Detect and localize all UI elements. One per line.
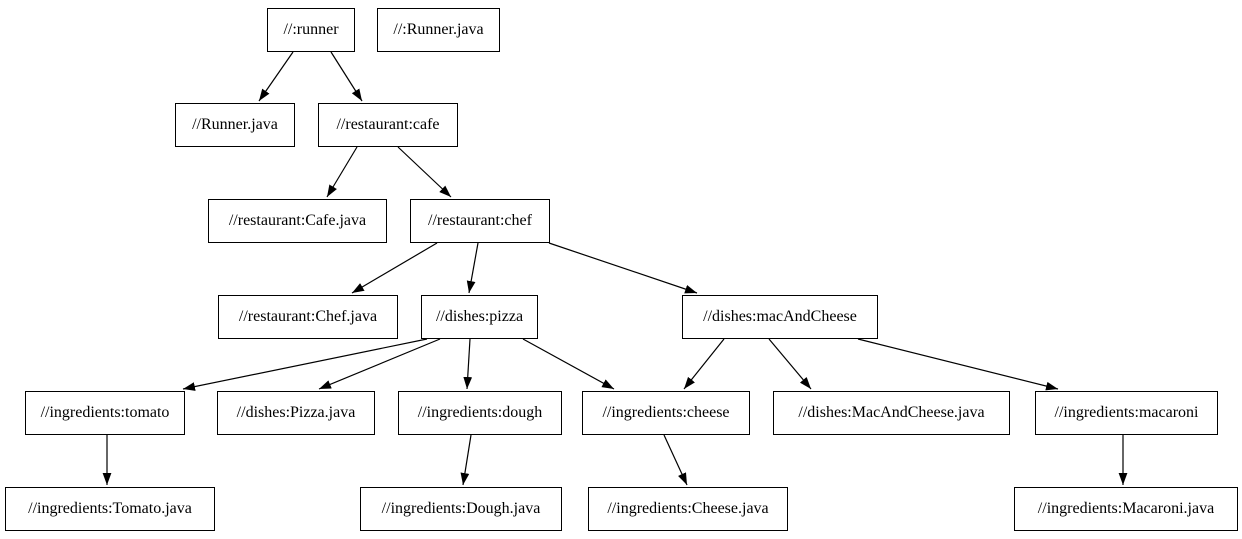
graph-node-label: //Runner.java [192,116,278,133]
graph-node-chef: //restaurant:chef [410,199,550,243]
edge-cafe-to-chef [397,146,452,198]
graph-node-label: //dishes:MacAndCheese.java [798,404,985,421]
edge-mac_and_cheese-to-cheese [683,338,725,390]
edge-chef-to-chef_java [351,242,438,294]
graph-node-label: //ingredients:dough [417,404,543,421]
graph-node-tomato: //ingredients:tomato [25,391,185,435]
graph-node-label: //dishes:pizza [435,308,524,325]
edge-chef-to-pizza [466,242,479,294]
graph-node-label: //ingredients:tomato [40,404,170,421]
edge-mac_and_cheese-to-mac_and_cheese_java [768,338,812,390]
graph-node-label: //ingredients:macaroni [1054,404,1199,421]
graph-node-label: //restaurant:cafe [336,116,440,133]
edge-cheese-to-cheese_java [663,434,688,486]
graph-node-runner_java: //Runner.java [175,103,295,147]
edge-pizza-to-tomato [182,338,428,391]
graph-node-pizza: //dishes:pizza [421,295,538,339]
graph-node-label: //:Runner.java [393,21,484,38]
graph-node-cafe_java: //restaurant:Cafe.java [208,199,387,243]
graph-node-pizza_java: //dishes:Pizza.java [217,391,375,435]
edge-pizza-to-pizza_java [318,338,441,390]
graph-node-label: //dishes:Pizza.java [236,404,356,421]
graph-node-dough_java: //ingredients:Dough.java [360,487,562,531]
edge-cafe-to-cafe_java [326,146,358,198]
graph-node-label: //ingredients:Tomato.java [28,500,192,517]
graph-node-label: //restaurant:Cafe.java [228,212,367,229]
edge-runner-to-cafe [330,51,363,102]
graph-node-label: //ingredients:Dough.java [381,500,541,517]
graph-node-label: //restaurant:chef [428,212,532,229]
graph-node-chef_java: //restaurant:Chef.java [218,295,398,339]
graph-node-label: //:runner [283,21,339,38]
graph-node-tomato_java: //ingredients:Tomato.java [5,487,215,531]
edge-runner-to-runner_java [258,51,294,102]
edge-dough-to-dough_java [460,434,472,486]
graph-node-cheese_java: //ingredients:Cheese.java [588,487,788,531]
graph-node-mac_and_cheese: //dishes:macAndCheese [682,295,878,339]
graph-node-label: //ingredients:cheese [602,404,730,421]
graph-node-macaroni: //ingredients:macaroni [1035,391,1218,435]
graph-node-label: //restaurant:Chef.java [238,308,378,325]
graph-node-label: //dishes:macAndCheese [703,308,857,325]
graph-node-label: //ingredients:Macaroni.java [1037,500,1215,517]
edge-pizza-to-cheese [522,338,615,390]
graph-node-mac_and_cheese_java: //dishes:MacAndCheese.java [773,391,1010,435]
graph-node-macaroni_java: //ingredients:Macaroni.java [1014,487,1238,531]
edge-pizza-to-dough [463,338,473,390]
edge-chef-to-mac_and_cheese [548,242,698,294]
graph-node-cheese: //ingredients:cheese [582,391,750,435]
edge-mac_and_cheese-to-macaroni [857,338,1059,391]
graph-node-label: //ingredients:Cheese.java [607,500,769,517]
graph-node-runner: //:runner [267,8,355,52]
graph-node-dough: //ingredients:dough [398,391,562,435]
graph-node-cafe: //restaurant:cafe [318,103,458,147]
graph-node-runner_java_root: //:Runner.java [377,8,500,52]
